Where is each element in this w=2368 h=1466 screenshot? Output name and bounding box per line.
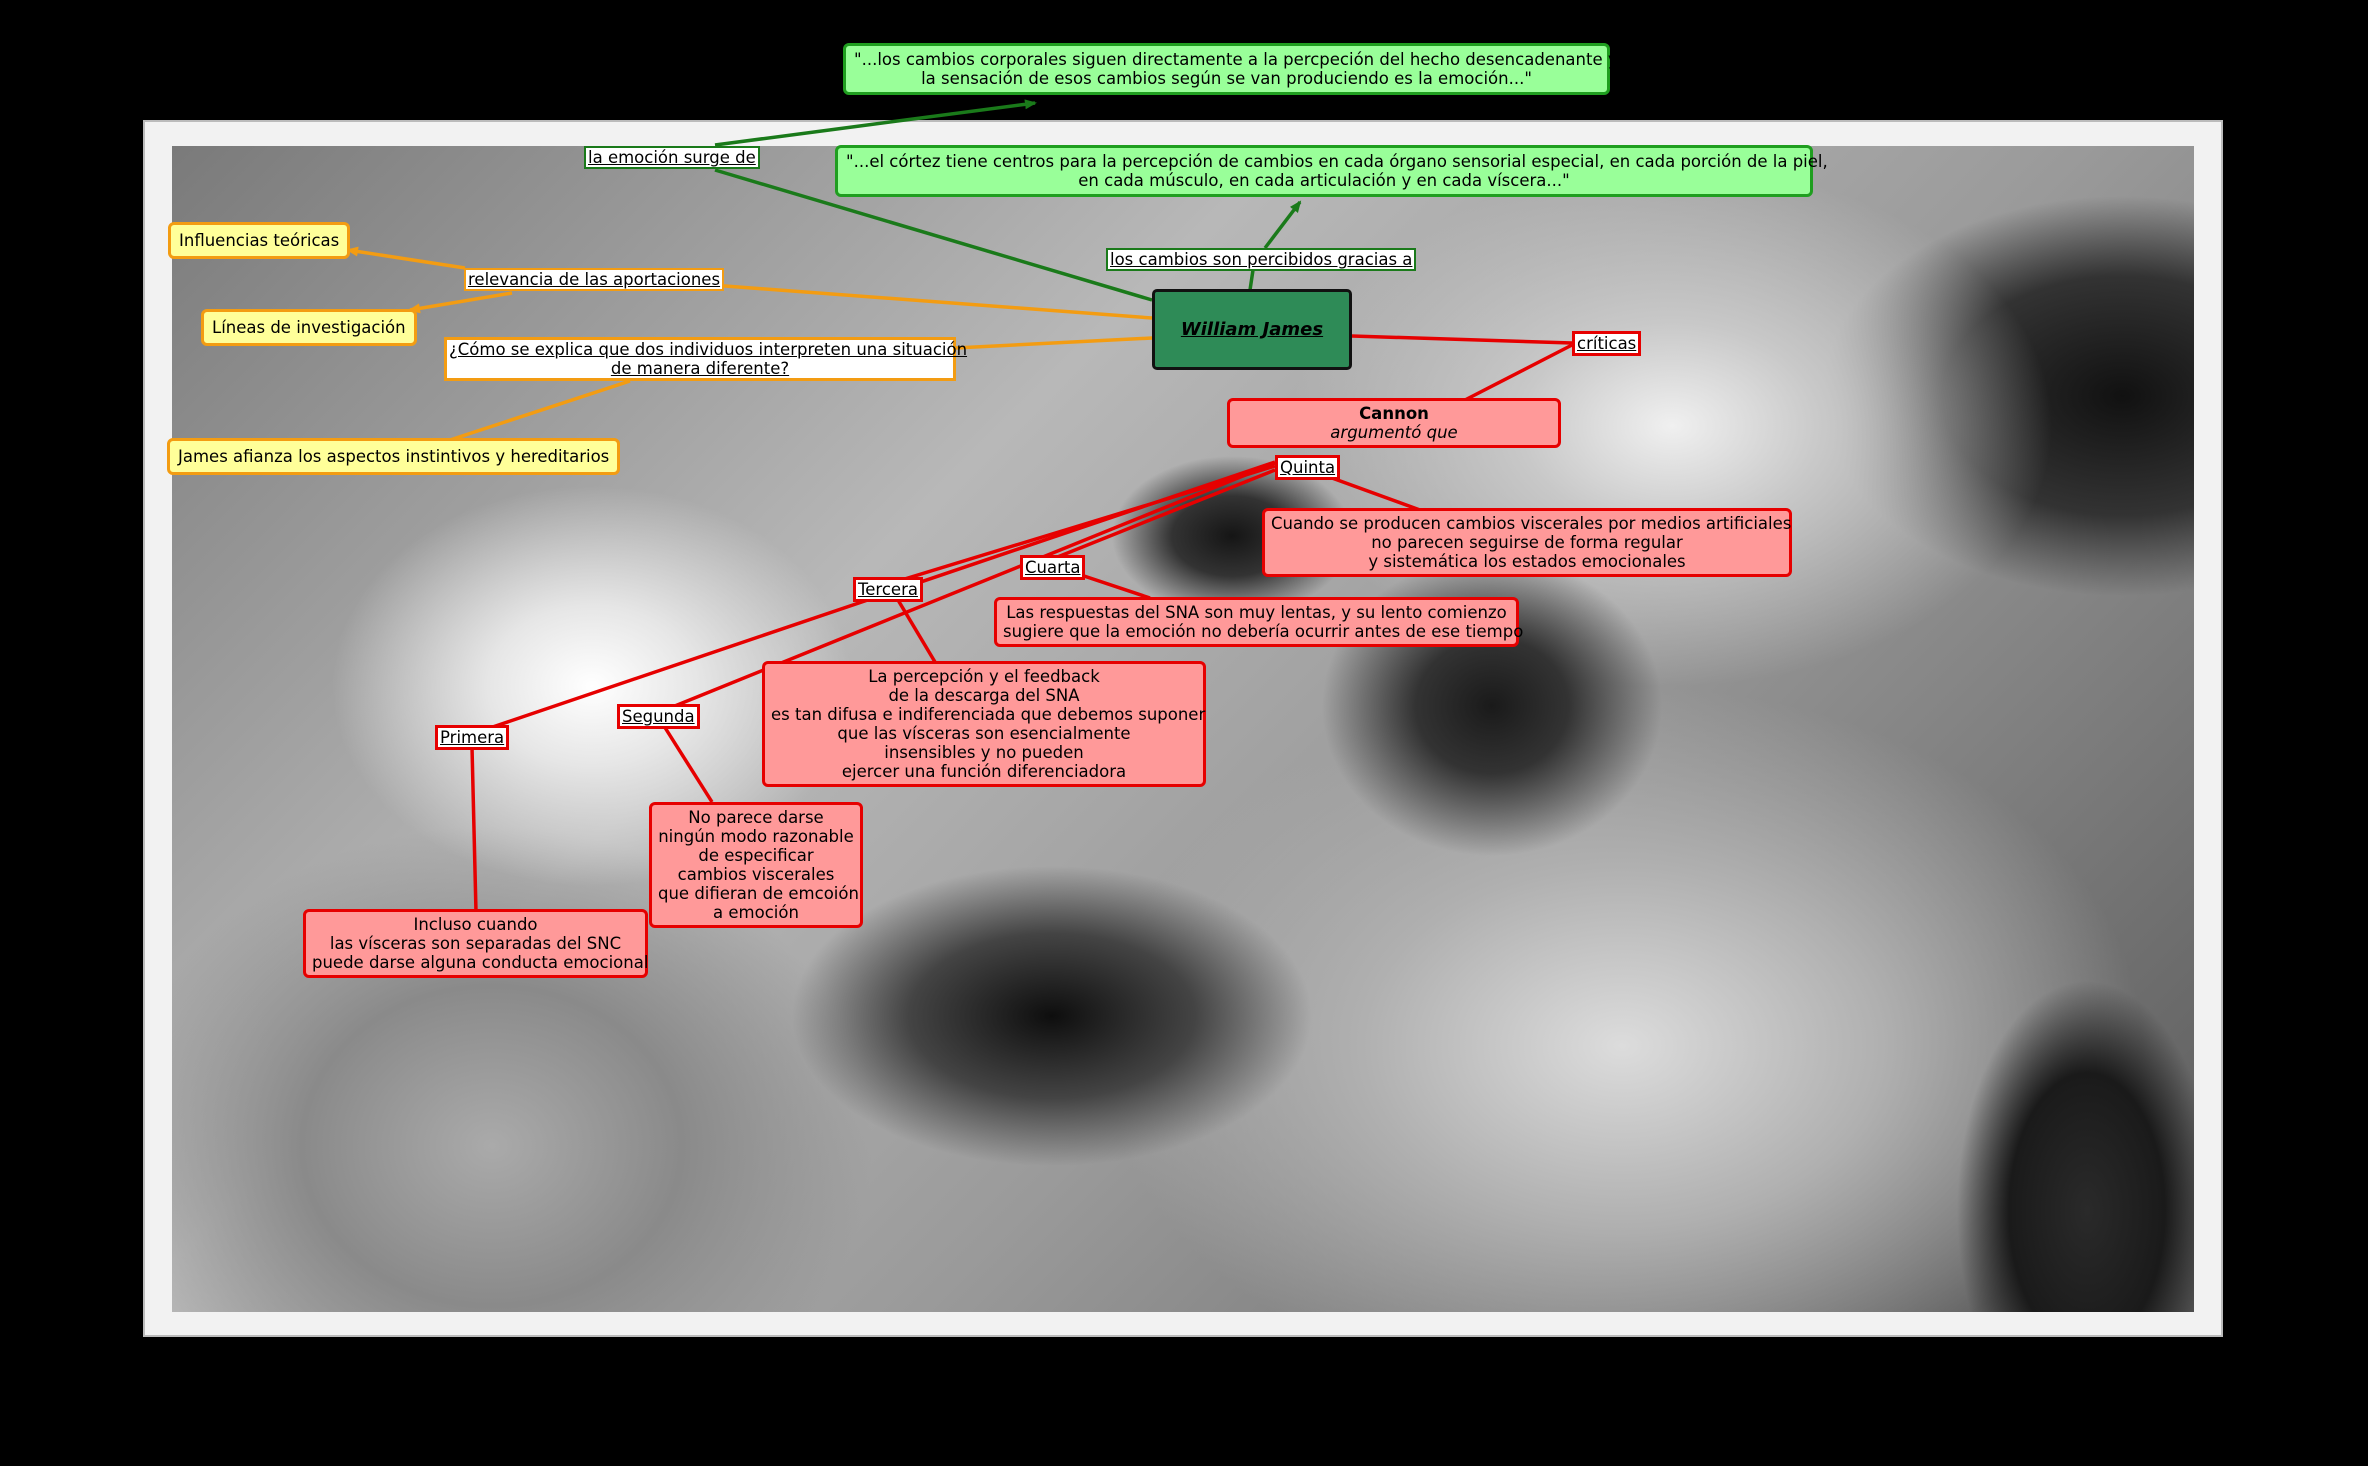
link-primera[interactable]: Primera [435,725,509,750]
line-segunda-s2 [664,726,712,802]
segunda-line3: de especificar [658,846,854,865]
pregunta-line1: ¿Cómo se explica que dos individuos inte… [449,340,951,359]
tercera-line6: ejercer una función diferenciadora [771,762,1197,781]
cuarta-line2: sugiere que la emoción no debería ocurri… [1003,622,1510,641]
quote-cambios-corporales[interactable]: "...los cambios corporales siguen direct… [843,43,1610,95]
link-quinta[interactable]: Quinta [1275,455,1340,480]
link-emocion-surge[interactable]: la emoción surge de [584,146,760,169]
critica-quinta[interactable]: Cuando se producen cambios viscerales po… [1262,508,1792,577]
concept-pregunta[interactable]: ¿Cómo se explica que dos individuos inte… [444,337,956,381]
link-segunda[interactable]: Segunda [617,704,700,729]
primera-line2: las vísceras son separadas del SNC [312,934,639,953]
quote-cortez[interactable]: "...el córtez tiene centros para la perc… [835,145,1813,197]
quinta-line2: no parecen seguirse de forma regular [1271,533,1783,552]
link-tercera[interactable]: Tercera [853,577,923,602]
line-root-pregunta [955,338,1152,348]
segunda-line6: a emoción [658,903,854,922]
quote2-line2: en cada músculo, en cada articulación y … [846,171,1802,190]
concept-influencias[interactable]: Influencias teóricas [168,222,350,259]
critica-segunda[interactable]: No parece darse ningún modo razonable de… [649,802,863,928]
concept-cannon[interactable]: Cannon argumentó que [1227,398,1561,448]
tercera-line5: insensibles y no pueden [771,743,1197,762]
cannon-title: Cannon [1236,404,1552,423]
primera-line1: Incluso cuando [312,915,639,934]
quote2-line1: "...el córtez tiene centros para la perc… [846,152,1802,171]
concept-lineas[interactable]: Líneas de investigación [201,309,417,346]
cuarta-line1: Las respuestas del SNA son muy lentas, y… [1003,603,1510,622]
quote1-line1: "...los cambios corporales siguen direct… [854,50,1599,69]
line-emocion-quote1 [715,103,1035,145]
line-cuarta-c4 [1075,573,1150,598]
quote1-line2: la sensación de esos cambios según se va… [854,69,1599,88]
segunda-line2: ningún modo razonable [658,827,854,846]
link-cambios-percibidos[interactable]: los cambios son percibidos gracias a [1106,248,1416,271]
line-root-criticas [1352,336,1572,343]
concept-afianza[interactable]: James afianza los aspectos instintivos y… [167,438,620,475]
line-primera-p1 [472,747,476,912]
link-criticas[interactable]: críticas [1572,331,1641,356]
line-pregunta-afianza [450,381,630,440]
quinta-line1: Cuando se producen cambios viscerales po… [1271,514,1783,533]
line-root-relevancia [712,285,1152,318]
tercera-line3: es tan difusa e indiferenciada que debem… [771,705,1197,724]
line-root-percibidos [1250,270,1253,290]
segunda-line1: No parece darse [658,808,854,827]
tercera-line4: que las vísceras son esencialmente [771,724,1197,743]
line-relevancia-lineas [410,293,512,310]
critica-tercera[interactable]: La percepción y el feedback de la descar… [762,661,1206,787]
link-relevancia[interactable]: relevancia de las aportaciones [464,268,724,291]
critica-cuarta[interactable]: Las respuestas del SNA son muy lentas, y… [994,597,1519,647]
line-criticas-cannon [1465,345,1572,400]
tercera-line2: de la descarga del SNA [771,686,1197,705]
cannon-subtitle: argumentó que [1236,423,1552,442]
line-quinta-cuarta [1050,470,1275,560]
primera-line3: puede darse alguna conducta emocional [312,953,639,972]
segunda-line5: que difieran de emcoión [658,884,854,903]
root-william-james[interactable]: William James [1152,289,1352,370]
pregunta-line2: de manera diferente? [449,359,951,378]
segunda-line4: cambios viscerales [658,865,854,884]
link-cuarta[interactable]: Cuarta [1020,555,1085,580]
quinta-line3: y sistemática los estados emocionales [1271,552,1783,571]
critica-primera[interactable]: Incluso cuando las vísceras son separada… [303,909,648,978]
tercera-line1: La percepción y el feedback [771,667,1197,686]
line-relevancia-influencias [348,250,465,268]
line-percibidos-quote2 [1265,202,1300,248]
